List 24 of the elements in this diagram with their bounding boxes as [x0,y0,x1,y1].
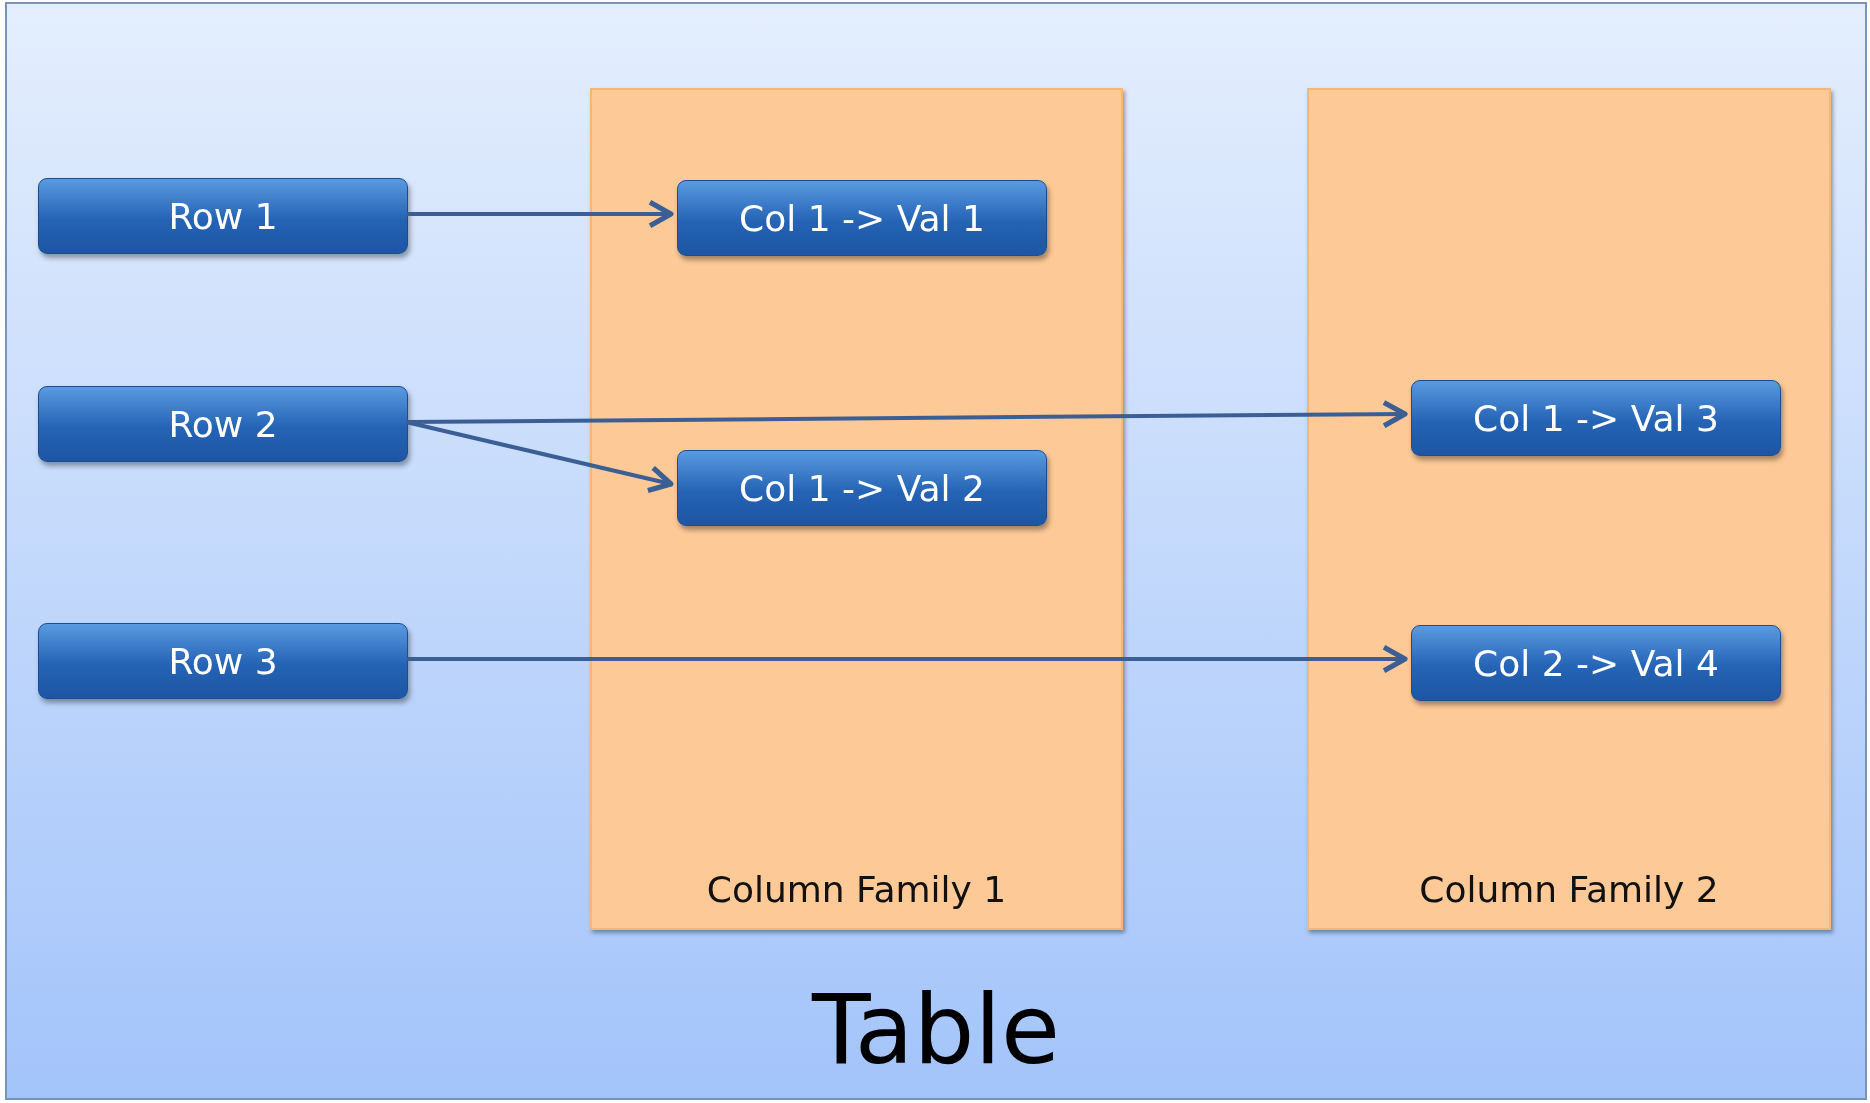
cell-text: Col 1 -> Val 3 [1473,397,1719,439]
cell-text: Col 2 -> Val 4 [1473,642,1719,684]
row-cell-box [38,386,408,462]
column-family-label: Column Family 2 [1418,869,1720,910]
column-family-label: Column Family 1 [705,869,1008,910]
cell-text: Col 1 -> Val 1 [739,197,985,239]
table-panel [5,2,1867,1100]
row-cell-box [1411,380,1781,456]
row-cell-box [677,180,1047,256]
row-cell-box [38,623,408,699]
arrow [405,420,674,494]
column-family-panel [1307,88,1831,930]
cell-text: Row 2 [168,403,278,445]
cell-text: Col 1 -> Val 2 [739,467,985,509]
arrow [406,399,1408,429]
row-cell-box [1411,625,1781,701]
arrow [406,644,1408,674]
row-cell-box [677,450,1047,526]
cell-text: Row 3 [168,640,278,682]
table-title: Table [810,974,1062,1086]
row-cell-box [38,178,408,254]
column-family-panel [590,88,1123,930]
arrow [406,199,674,229]
cell-text: Row 1 [168,195,278,237]
